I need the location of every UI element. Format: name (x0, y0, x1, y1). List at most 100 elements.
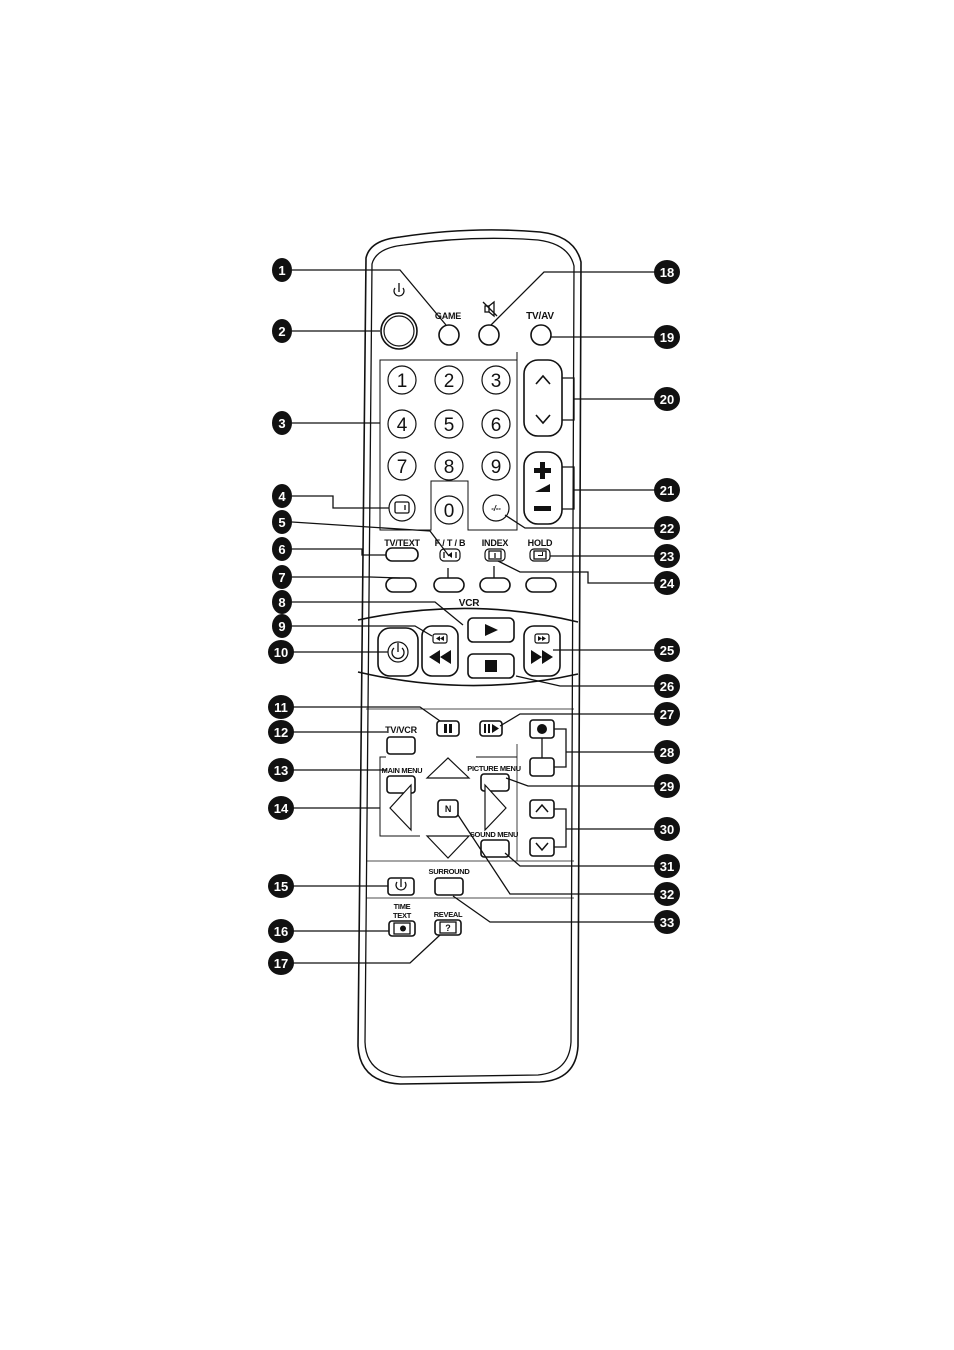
picture-menu-label: PICTURE MENU (467, 764, 521, 773)
callout-5: 5 (272, 510, 292, 534)
callout-19: 19 (654, 325, 680, 349)
callout-28: 28 (654, 740, 680, 764)
pause-button[interactable] (437, 721, 459, 736)
callout-10: 10 (268, 640, 294, 664)
callout-14: 14 (268, 796, 294, 820)
callout-number: 2 (278, 324, 285, 339)
callout-number: 8 (278, 595, 285, 610)
callout-number: 1 (278, 263, 285, 278)
callout-32: 32 (654, 882, 680, 906)
vcr-label: VCR (459, 598, 480, 609)
colour-key-1[interactable] (386, 578, 416, 592)
surround-button[interactable] (435, 878, 463, 895)
callout-number: 3 (278, 416, 285, 431)
callout-number: 17 (274, 956, 288, 971)
callout-number: 4 (278, 489, 286, 504)
main-menu-label: MAIN MENU (382, 766, 423, 775)
callout-26: 26 (654, 674, 680, 698)
volume-down-icon[interactable] (534, 506, 551, 511)
cursor-up-button[interactable] (427, 758, 469, 778)
callout-number: 9 (278, 619, 285, 634)
callout-18: 18 (654, 260, 680, 284)
callout-number: 15 (274, 879, 288, 894)
callout-11: 11 (268, 695, 294, 719)
callout-17: 17 (268, 951, 294, 975)
callout-number: 21 (660, 483, 674, 498)
callout-number: 5 (278, 515, 285, 530)
callout-number: 30 (660, 822, 674, 837)
channel-up-button[interactable] (530, 800, 554, 818)
tv-text-label: TV/TEXT (384, 538, 420, 548)
power-area (381, 283, 417, 349)
standby-icon (394, 283, 404, 296)
callout-number: 10 (274, 645, 288, 660)
callout-number: 24 (660, 576, 675, 591)
tv-vcr-label: TV/VCR (385, 725, 418, 735)
colour-key-4[interactable] (526, 578, 556, 592)
mute-button[interactable] (479, 325, 499, 345)
digit-label: 9 (491, 457, 502, 478)
digit-label: 3 (491, 371, 502, 392)
colour-keys (386, 578, 556, 592)
colour-key-3[interactable] (480, 578, 510, 592)
callout-number: 26 (660, 679, 674, 694)
callout-25: 25 (654, 638, 680, 662)
reveal-label: REVEAL (434, 910, 463, 919)
callout-badges: 1 2 3 4 5 6 7 8 9 10 11 12 13 14 15 16 1… (268, 258, 680, 975)
sound-menu-button[interactable] (481, 840, 509, 857)
digit-label: 8 (444, 457, 455, 478)
callout-number: 23 (660, 549, 674, 564)
program-rocker (524, 360, 562, 436)
digit-toggle-label: -/-- (491, 504, 501, 513)
game-button[interactable] (439, 325, 459, 345)
callout-15: 15 (268, 874, 294, 898)
callout-number: 14 (274, 801, 289, 816)
digit-label: 2 (444, 371, 455, 392)
callout-8: 8 (272, 590, 292, 614)
callout-number: 11 (274, 700, 288, 715)
surround-label: SURROUND (429, 867, 471, 876)
callout-7: 7 (272, 565, 292, 589)
hold-label: HOLD (528, 538, 553, 548)
callout-2: 2 (272, 319, 292, 343)
callout-30: 30 (654, 817, 680, 841)
stop-icon (485, 660, 497, 672)
callout-number: 12 (274, 725, 288, 740)
tv-text-button[interactable] (386, 548, 418, 561)
time-label: TIME (394, 902, 411, 911)
callout-3: 3 (272, 411, 292, 435)
callout-number: 18 (660, 265, 674, 280)
digit-label: 0 (444, 501, 455, 522)
callout-22: 22 (654, 516, 680, 540)
callout-number: 29 (660, 779, 674, 794)
digit-label: 5 (444, 415, 455, 436)
callout-21: 21 (654, 478, 680, 502)
callout-number: 16 (274, 924, 288, 939)
digit-label: 6 (491, 415, 502, 436)
callout-20: 20 (654, 387, 680, 411)
callout-6: 6 (272, 537, 292, 561)
callout-number: 33 (660, 915, 674, 930)
record-second-button[interactable] (530, 758, 554, 776)
svg-text:?: ? (445, 923, 451, 933)
callout-number: 6 (278, 542, 285, 557)
colour-key-2[interactable] (434, 578, 464, 592)
channel-down-button[interactable] (530, 838, 554, 856)
digit-label: 7 (397, 457, 408, 478)
mute-icon (483, 302, 497, 316)
callout-16: 16 (268, 919, 294, 943)
callout-number: 31 (660, 859, 674, 874)
tv-vcr-button[interactable] (387, 737, 415, 754)
volume-rocker (524, 452, 562, 524)
callout-number: 27 (660, 707, 674, 722)
record-icon (537, 724, 547, 734)
cursor-down-button[interactable] (427, 836, 469, 858)
callout-27: 27 (654, 702, 680, 726)
callout-number: 32 (660, 887, 674, 902)
callout-number: 7 (278, 570, 285, 585)
tv-av-button[interactable] (531, 325, 551, 345)
callout-24: 24 (654, 571, 680, 595)
text-display-button[interactable] (389, 495, 415, 521)
callout-number: 13 (274, 763, 288, 778)
callout-33: 33 (654, 910, 680, 934)
